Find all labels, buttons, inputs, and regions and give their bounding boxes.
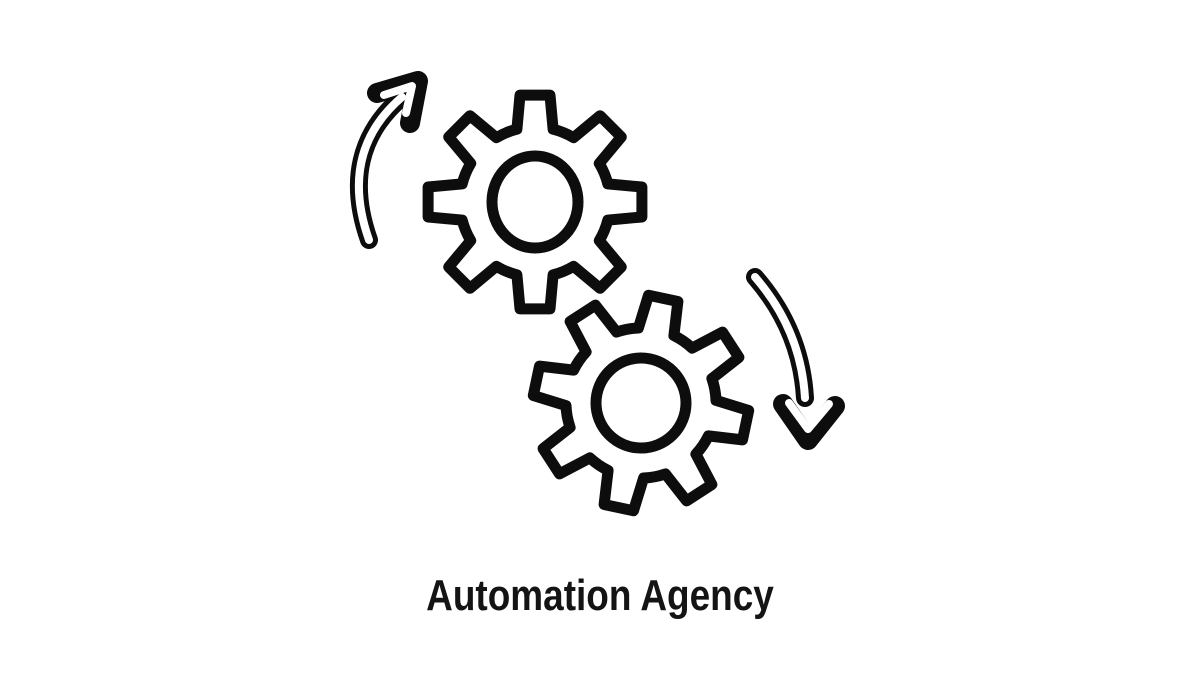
arrow-up-head-core (380, 82, 416, 117)
arrow-down-shaft (746, 268, 814, 407)
arrow-up-shaft-core (354, 93, 406, 244)
arrow-down-head-core (785, 399, 833, 433)
gear-top-hole (486, 150, 584, 254)
logo-title: Automation Agency (426, 571, 774, 620)
curved-arrow-up-icon (349, 71, 428, 249)
arrow-down-head (773, 394, 845, 450)
gear-icon-bottom (527, 289, 755, 517)
arrow-down-shaft-core (751, 273, 809, 402)
gear-bottom-hole (590, 352, 692, 454)
gear-icon-top (422, 89, 648, 315)
curved-arrow-down-icon (746, 268, 845, 450)
